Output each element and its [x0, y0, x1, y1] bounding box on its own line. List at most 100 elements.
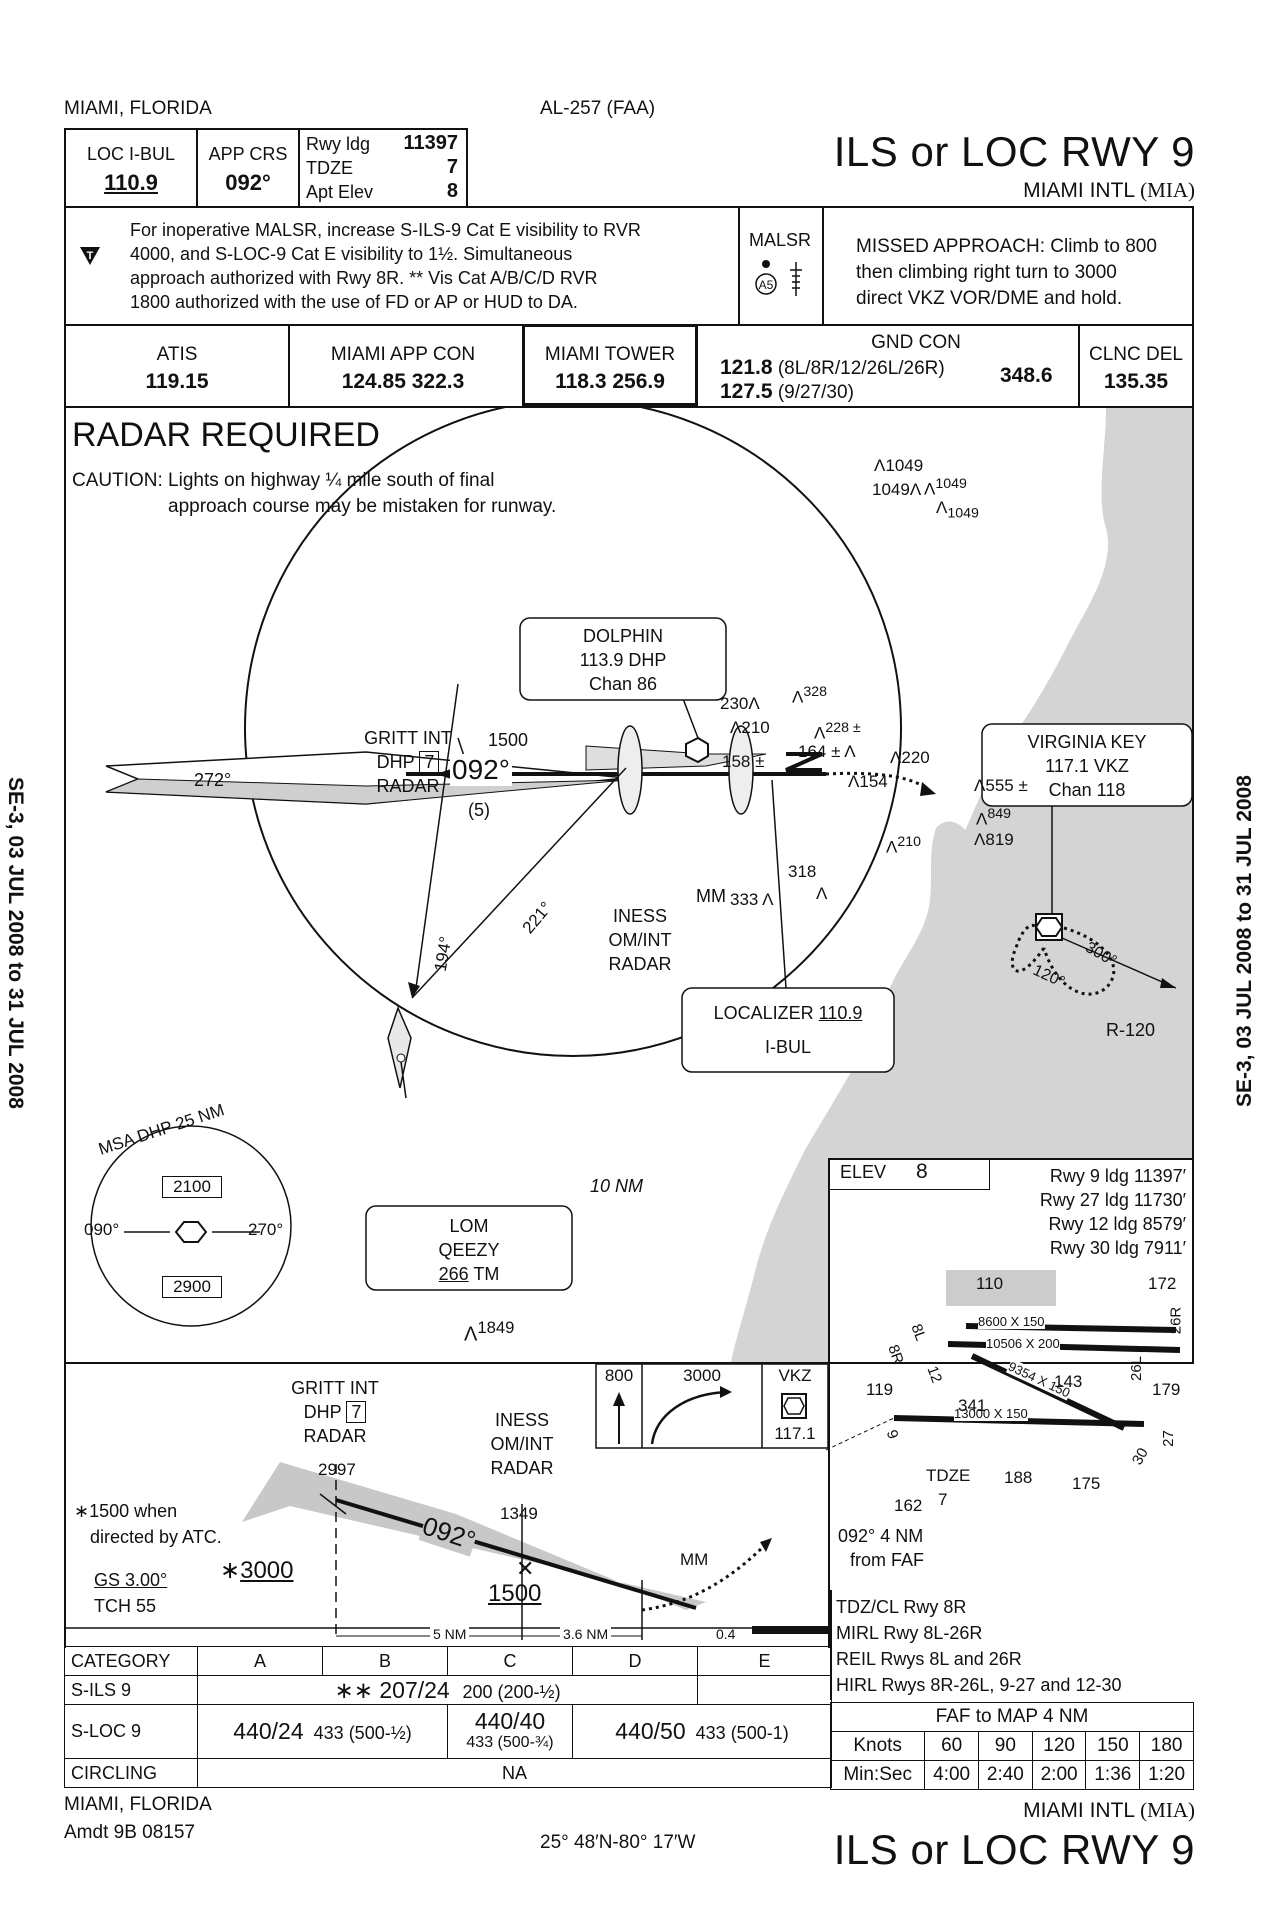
profile-note: ∗1500 when directed by ATC.: [74, 1501, 222, 1547]
obstacle-333: 333 Λ: [730, 890, 774, 909]
ring-label: 10 NM: [590, 1176, 644, 1196]
app-label: MIAMI APP CON: [330, 344, 476, 365]
notes-text: For inoperative MALSR, increase S-ILS-9 …: [130, 218, 641, 314]
msa-right: 270°: [248, 1220, 284, 1239]
label-26l: 26L: [1128, 1355, 1146, 1382]
tdze-label: TDZE: [306, 158, 353, 178]
clnc-freq: 135.35: [1103, 370, 1169, 393]
outbound-course: 272°: [194, 770, 232, 790]
label-26r: 26R: [1167, 1306, 1185, 1335]
table-row: CATEGORY A B C D E: [64, 1646, 832, 1676]
alt-1500: 1500: [488, 1580, 542, 1607]
dolphin-label: DOLPHIN 113.9 DHP Chan 86: [579, 626, 667, 694]
missed-line: then climbing right turn to 3000: [856, 262, 1117, 283]
virginia-key-label: VIRGINIA KEY 117.1 VKZ Chan 118: [1027, 732, 1147, 800]
svg-text:A5: A5: [759, 278, 774, 292]
footer-city: MIAMI, FLORIDA: [64, 1794, 212, 1815]
comms-box: ATIS 119.15 MIAMI APP CON 124.85 322.3 M…: [64, 324, 1194, 408]
note-line: 1800 authorized with the use of FD or AP…: [130, 292, 578, 312]
missed-line: direct VKZ VOR/DME and hold.: [856, 288, 1123, 309]
airport-name: MIAMI INTL (MIA): [1023, 178, 1195, 203]
label-188: 188: [1004, 1468, 1033, 1487]
caution-line-1: CAUTION: Lights on highway ¼ mile south …: [72, 470, 495, 491]
localizer-box: [681, 987, 895, 1073]
obstacle-328: Λ328: [792, 684, 827, 707]
note-line: approach authorized with Rwy 8R. ** Vis …: [130, 268, 598, 288]
radar-required: RADAR REQUIRED: [72, 416, 380, 454]
ma-icon-800: 800: [604, 1366, 634, 1385]
runway-9-27: [893, 1415, 1145, 1427]
virginia-key-box: [981, 723, 1192, 807]
label-27: 27: [1159, 1430, 1177, 1447]
lighting-label: MALSR: [748, 230, 811, 250]
runway-8r-26l: [947, 1341, 1181, 1353]
obstacle-154: Λ154: [848, 772, 888, 791]
label-tdze: TDZE: [926, 1466, 971, 1485]
mm-label: MM: [696, 886, 726, 906]
svg-text:T: T: [87, 250, 94, 262]
footer-airport: MIAMI INTL (MIA): [1023, 1798, 1195, 1822]
malsr-lighting-icon: A5: [755, 260, 802, 296]
missed-approach-path: [825, 771, 927, 790]
dolphin-vor: [685, 736, 709, 764]
seg-36nm: 3.6 NM: [560, 1626, 612, 1642]
profile-gritt: GRITT INT DHP 7 RADAR: [291, 1378, 379, 1446]
msa-vor-icon: [174, 1221, 208, 1243]
lighting-list: TDZ/CL Rwy 8R MIRL Rwy 8L-26R REIL Rwys …: [830, 1590, 1196, 1700]
label-341: 341: [958, 1396, 987, 1415]
footer-coords: 25° 48′N-80° 17′W: [540, 1832, 696, 1853]
obstacle-210-b: Λ210: [886, 834, 921, 857]
msa-circle: [90, 1125, 292, 1327]
profile-iness: INESS OM/INT RADAR: [490, 1410, 554, 1478]
footer-title: ILS or LOC RWY 9: [833, 1826, 1195, 1873]
procedure-title: ILS or LOC RWY 9: [833, 128, 1195, 175]
airport-diagram: 8600 X 150 10506 X 200 9354 X 150 13000 …: [826, 1160, 1194, 1460]
gnd-uhf: 348.6: [1000, 364, 1053, 387]
caution-line-2: approach course may be mistaken for runw…: [168, 496, 557, 517]
iness-alt: 1349: [500, 1504, 538, 1523]
profile-missed-path: [641, 1542, 768, 1612]
obstacle-1049-c: Λ1049: [924, 476, 967, 499]
seg-04: 0.4: [716, 1626, 736, 1642]
obstacle-1049-b: 1049Λ: [872, 480, 922, 499]
obstacle-1049-d: Λ1049: [936, 498, 979, 522]
gnd-freq-1: 121.8 (8L/8R/12/26L/26R): [720, 356, 945, 380]
rwy-ldg-label: Rwy ldg: [306, 134, 371, 154]
gritt-distance: (5): [468, 800, 490, 820]
table-row: CIRCLING NA: [64, 1758, 832, 1788]
obstacle-819: Λ819: [974, 830, 1014, 849]
note-line: For inoperative MALSR, increase S-ILS-9 …: [130, 220, 641, 240]
runway-symbol: [785, 752, 823, 772]
apt-elev-label: Apt Elev: [306, 182, 374, 202]
plan-view-drawing: [90, 408, 1192, 1362]
radial-label: R-120: [1106, 1020, 1156, 1040]
obstacle-158: 158 ±: [722, 752, 765, 771]
clnc-label: CLNC DEL: [1089, 344, 1183, 365]
inbound-course: 092°: [450, 754, 512, 786]
profile-view: ✕ GRITT INT DHP 7 RADAR 2997 INESS OM/IN…: [64, 1362, 830, 1648]
faf-title: FAF to MAP 4 NM: [830, 1702, 1194, 1732]
briefing-box: LOC I-BUL 110.9 APP CRS 092° Rwy ldg 113…: [64, 128, 468, 208]
note-line: 4000, and S-LOC-9 Cat E visibility to 1½…: [130, 244, 573, 264]
gnd1-freq: 121.8: [720, 356, 773, 379]
airport-diagram-drawing: [826, 1270, 1181, 1451]
label-162: 162: [894, 1496, 923, 1515]
msa-left: 090°: [84, 1220, 120, 1239]
ten-nm-ring: [244, 408, 902, 1057]
obstacle-318: 318: [788, 862, 817, 881]
radial-194: [415, 683, 459, 989]
gnd1-rwys: (8L/8R/12/26L/26R): [777, 358, 945, 379]
header-city: MIAMI, FLORIDA: [64, 98, 212, 119]
obstacle-1849: Λ1849: [464, 1318, 515, 1346]
virginia-key-land: [886, 821, 988, 1002]
tower-freq: 118.3 256.9: [555, 370, 665, 393]
radial-221: [411, 767, 627, 999]
glidepath: [335, 1498, 697, 1610]
msa-south: 2900: [162, 1276, 222, 1298]
label-tdze-value: 7: [938, 1490, 948, 1509]
tch: TCH 55: [94, 1596, 157, 1616]
profile-faf-icon: ✕: [516, 1556, 534, 1581]
